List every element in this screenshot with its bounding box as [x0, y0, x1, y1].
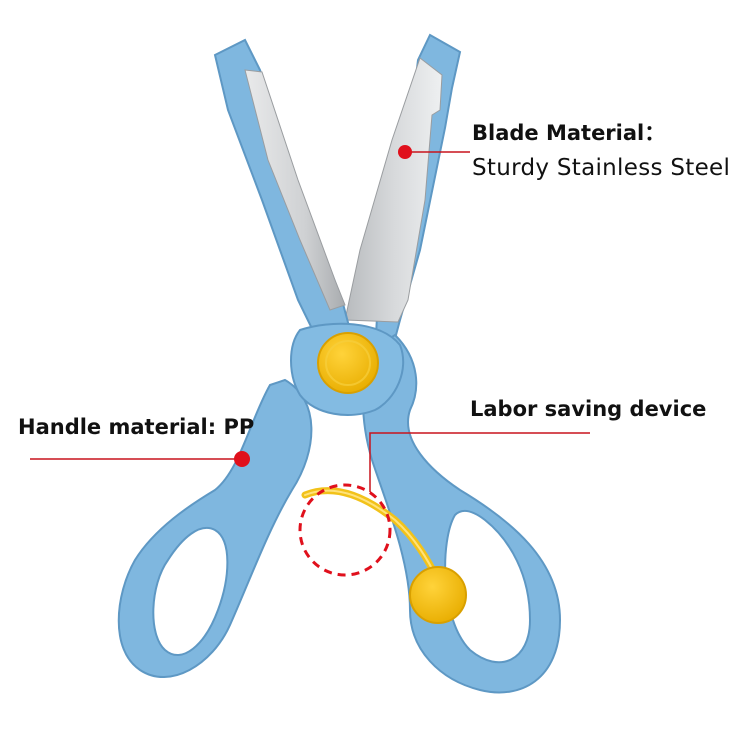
labor-saving-title: Labor saving device — [470, 397, 707, 421]
blade-marker-dot — [398, 145, 412, 159]
left-handle — [117, 378, 313, 679]
labor-highlight-circle — [298, 483, 392, 577]
labor-leader-line — [369, 432, 590, 492]
spring-anchor — [409, 566, 467, 624]
blade-material-title: Blade Material： — [472, 121, 666, 145]
blade-material-detail: Sturdy Stainless Steel — [472, 155, 731, 181]
handle-material-title: Handle material: PP — [18, 415, 255, 439]
left-blade-steel — [244, 69, 346, 311]
handle-marker-dot — [234, 451, 250, 467]
right-blade-steel — [344, 57, 443, 323]
